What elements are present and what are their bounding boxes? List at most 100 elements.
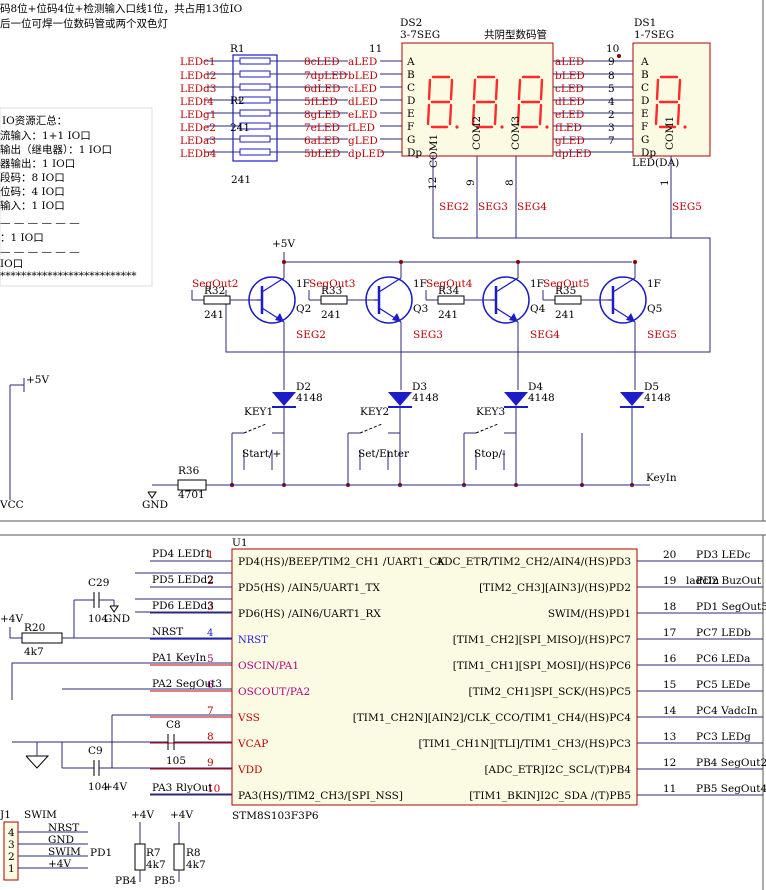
svg-text:[TIM1_BKIN]I2C_SDA /(T)PB5: [TIM1_BKIN]I2C_SDA /(T)PB5 bbox=[469, 790, 631, 802]
note-line-2: 后一位可焊一位数码管或两个双色灯 bbox=[0, 17, 168, 30]
svg-text:PD1: PD1 bbox=[90, 847, 112, 859]
svg-text:SEG5: SEG5 bbox=[647, 329, 677, 341]
svg-text:E: E bbox=[641, 108, 649, 120]
svg-text:输入：1 IO口: 输入：1 IO口 bbox=[0, 199, 65, 212]
svg-text:8: 8 bbox=[504, 179, 516, 186]
svg-text:GND: GND bbox=[48, 834, 74, 846]
svg-text:F: F bbox=[641, 121, 648, 133]
svg-text:12: 12 bbox=[663, 757, 676, 769]
svg-text:13: 13 bbox=[663, 731, 676, 743]
svg-text:9: 9 bbox=[608, 56, 615, 68]
mcu-support: C29 104 GND +4V R20 4k7 C8 bbox=[0, 572, 232, 795]
svg-text:104: 104 bbox=[88, 781, 108, 793]
svg-text:eLED: eLED bbox=[555, 109, 584, 121]
svg-text:dLED: dLED bbox=[348, 96, 378, 108]
svg-text:[TIM1_CH1N][TLI]/TIM1_CH3/(HS): [TIM1_CH1N][TLI]/TIM1_CH3/(HS)PC3 bbox=[418, 738, 631, 750]
svg-text:SWIM/(HS)PD1: SWIM/(HS)PD1 bbox=[548, 608, 631, 620]
svg-text:4148: 4148 bbox=[296, 392, 323, 404]
svg-text:段码：8 IO口: 段码：8 IO口 bbox=[0, 171, 65, 184]
svg-text:7: 7 bbox=[608, 135, 615, 147]
svg-text:+4V: +4V bbox=[170, 809, 193, 821]
svg-text:2: 2 bbox=[8, 851, 15, 863]
svg-text:fLED: fLED bbox=[348, 122, 375, 134]
svg-text:PB4: PB4 bbox=[115, 875, 137, 887]
svg-text:D: D bbox=[641, 95, 649, 107]
svg-text:VDD: VDD bbox=[237, 764, 262, 776]
svg-text:D5: D5 bbox=[644, 381, 659, 393]
svg-text:R36: R36 bbox=[178, 465, 200, 477]
svg-text:aLED: aLED bbox=[555, 56, 584, 68]
svg-text:C9: C9 bbox=[88, 745, 103, 757]
svg-text:VSS: VSS bbox=[237, 712, 260, 724]
svg-text:PD6(HS) /AIN6/UART1_RX: PD6(HS) /AIN6/UART1_RX bbox=[238, 608, 381, 620]
svg-text:SEG4: SEG4 bbox=[517, 201, 547, 213]
vcc-rail-left: +5V VCC bbox=[0, 374, 49, 511]
svg-text:gLED: gLED bbox=[348, 135, 378, 147]
svg-text:D2: D2 bbox=[296, 381, 311, 393]
svg-text:[TIM1_CH2N][AIN2]/CLK_CCO/TIM1: [TIM1_CH2N][AIN2]/CLK_CCO/TIM1_CH4/(HS)P… bbox=[353, 712, 632, 724]
svg-text:SEG3: SEG3 bbox=[478, 201, 508, 213]
svg-text:LEDc1: LEDc1 bbox=[180, 56, 216, 68]
svg-text:PA3(HS)/TIM2_CH3/[SPI_NSS]: PA3(HS)/TIM2_CH3/[SPI_NSS] bbox=[238, 790, 403, 802]
io-summary-text: IO资源汇总： 流输入：1+1 IO口 输出（继电器）：1 IO口 器输出：1 … bbox=[0, 114, 137, 282]
svg-text:7: 7 bbox=[207, 705, 214, 717]
svg-text:SEG5: SEG5 bbox=[672, 201, 702, 213]
svg-text:ADC_ETR/TIM2_CH2/AIN4/(HS)PD3: ADC_ETR/TIM2_CH2/AIN4/(HS)PD3 bbox=[436, 556, 631, 568]
svg-text:R20: R20 bbox=[24, 622, 45, 634]
svg-text:9: 9 bbox=[465, 179, 477, 186]
svg-text:PD4 LEDf1: PD4 LEDf1 bbox=[152, 548, 211, 560]
svg-text:[TIM1_CH2][SPI_MISO]/(HS)PC7: [TIM1_CH2][SPI_MISO]/(HS)PC7 bbox=[453, 634, 631, 646]
ds2-input-nets: aLED bLED cLED dLED eLED fLED gLED dpLED bbox=[348, 56, 385, 160]
svg-text:PD5 LEDd2: PD5 LEDd2 bbox=[152, 574, 214, 586]
svg-text:4: 4 bbox=[8, 827, 15, 839]
svg-text:17: 17 bbox=[663, 627, 676, 639]
svg-text:COM1: COM1 bbox=[664, 116, 676, 150]
svg-text:5: 5 bbox=[207, 653, 214, 665]
svg-text:241: 241 bbox=[321, 309, 341, 321]
svg-text:1F: 1F bbox=[530, 278, 544, 290]
svg-text:3: 3 bbox=[608, 122, 615, 134]
svg-text:C29: C29 bbox=[88, 577, 109, 589]
svg-text:R1: R1 bbox=[230, 43, 245, 55]
svg-text:241: 241 bbox=[438, 309, 458, 321]
svg-text:— — — — — —: — — — — — — bbox=[0, 246, 80, 258]
svg-text:PC4 VadcIn: PC4 VadcIn bbox=[696, 705, 758, 717]
svg-text:位码：4 IO口: 位码：4 IO口 bbox=[0, 185, 65, 198]
svg-text:Stop/-: Stop/- bbox=[474, 448, 506, 460]
svg-text:DS1: DS1 bbox=[634, 17, 656, 29]
svg-text:输出（继电器）：1 IO口: 输出（继电器）：1 IO口 bbox=[0, 143, 112, 156]
svg-text:Start/+: Start/+ bbox=[242, 448, 281, 460]
c9-capacitor: C9 104 +4V bbox=[62, 745, 232, 793]
c29-capacitor: C29 104 GND bbox=[73, 577, 130, 638]
svg-text:PD3 LEDc: PD3 LEDc bbox=[696, 549, 751, 561]
svg-text:14: 14 bbox=[663, 705, 677, 717]
key-matrix: D24148D34148D44148D54148KEY1Start/+KEY2S… bbox=[0, 374, 677, 511]
svg-text:3: 3 bbox=[8, 839, 15, 851]
svg-text:+4V: +4V bbox=[131, 809, 154, 821]
svg-text:J1: J1 bbox=[0, 809, 11, 821]
svg-text:共阴型数码管: 共阴型数码管 bbox=[484, 28, 547, 41]
svg-text:6: 6 bbox=[207, 679, 214, 691]
ds1-pin-numbers: 10 9 8 5 4 2 3 7 bbox=[606, 43, 619, 147]
mcu-pin-17: 17 [TIM1_CH2][SPI_MISO]/(HS)PC7 PC7 LEDb bbox=[453, 627, 763, 646]
svg-text:10: 10 bbox=[207, 783, 220, 795]
svg-text:LEDb4: LEDb4 bbox=[180, 148, 217, 160]
svg-text:4k7: 4k7 bbox=[24, 646, 44, 658]
svg-text:PC7 LEDb: PC7 LEDb bbox=[696, 627, 751, 639]
transistor-stage: +5V SegOut2R322411FQ2SEG2SegOut3R332411F… bbox=[191, 238, 677, 390]
svg-text:+4V: +4V bbox=[0, 613, 23, 625]
svg-text:8: 8 bbox=[608, 70, 615, 82]
svg-text:SWIM: SWIM bbox=[24, 809, 57, 821]
svg-text:PA1 KeyIn: PA1 KeyIn bbox=[152, 652, 207, 664]
